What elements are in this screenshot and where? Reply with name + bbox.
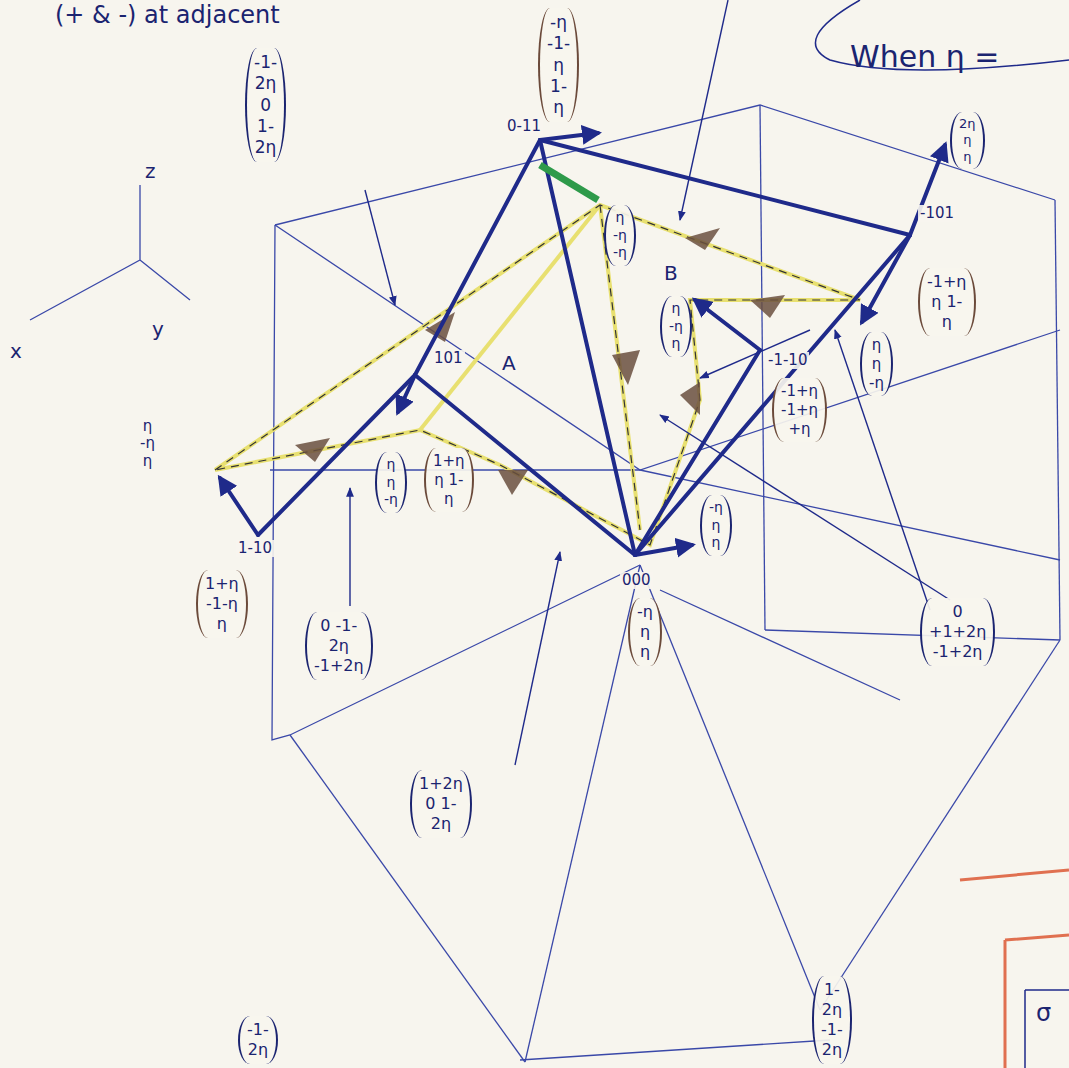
- vector-label: η -η η: [140, 418, 155, 470]
- vector-label: 1+η -1-η η: [196, 570, 248, 638]
- vector-label: 2η η η: [950, 112, 985, 169]
- vector-label: -η η η: [628, 598, 662, 666]
- vector-label: η η -η: [375, 452, 407, 513]
- site-label: A: [500, 352, 518, 375]
- vector-label: 1+η η 1-η: [424, 448, 474, 512]
- vector-label: -1+η -1+η +η: [772, 378, 827, 442]
- note: (+ & -) at adjacent: [55, 2, 280, 30]
- corner-box: [1025, 990, 1069, 1068]
- site-label: -1-10: [766, 352, 809, 369]
- orange-box: [960, 870, 1069, 1068]
- leader-lines: [350, 0, 950, 765]
- vector-label: 0 -1-2η -1+2η: [305, 612, 373, 680]
- green-bond: [540, 165, 598, 200]
- site-label: 1-10: [236, 540, 274, 557]
- tetrahedron-edges: [215, 205, 860, 545]
- tetrahedron-dashes: [215, 205, 860, 545]
- vector-label: η η -η: [860, 332, 893, 396]
- symbol: σ: [1036, 1000, 1051, 1028]
- cube-lines: [30, 105, 1060, 1062]
- brown-triangles: [295, 228, 785, 495]
- vector-label: 1-2η -1-2η: [812, 976, 852, 1064]
- axis-label: z: [145, 160, 156, 183]
- site-label: 000: [620, 572, 653, 589]
- vector-label: -1+η η 1-η: [918, 268, 976, 336]
- vector-label: 0 +1+2η -1+2η: [920, 598, 995, 666]
- note: When η =: [850, 40, 999, 75]
- vector-label: η -η η: [660, 296, 692, 357]
- axis-label: x: [10, 340, 22, 363]
- site-label: -101: [918, 205, 956, 222]
- spin-bonds: [220, 133, 945, 555]
- vector-label: -η η η: [700, 495, 732, 556]
- vector-label: η -η -η: [604, 205, 636, 266]
- vector-label: -1-2η: [238, 1016, 278, 1064]
- axis-label: y: [152, 318, 164, 341]
- site-label: 0-11: [505, 118, 543, 135]
- vector-label: -η -1-η 1-η: [538, 8, 579, 122]
- vector-label: -1-2η 0 1-2η: [245, 48, 286, 162]
- vector-label: 1+2η 0 1-2η: [410, 770, 472, 838]
- site-label: B: [662, 262, 680, 285]
- site-label: 101: [432, 350, 465, 367]
